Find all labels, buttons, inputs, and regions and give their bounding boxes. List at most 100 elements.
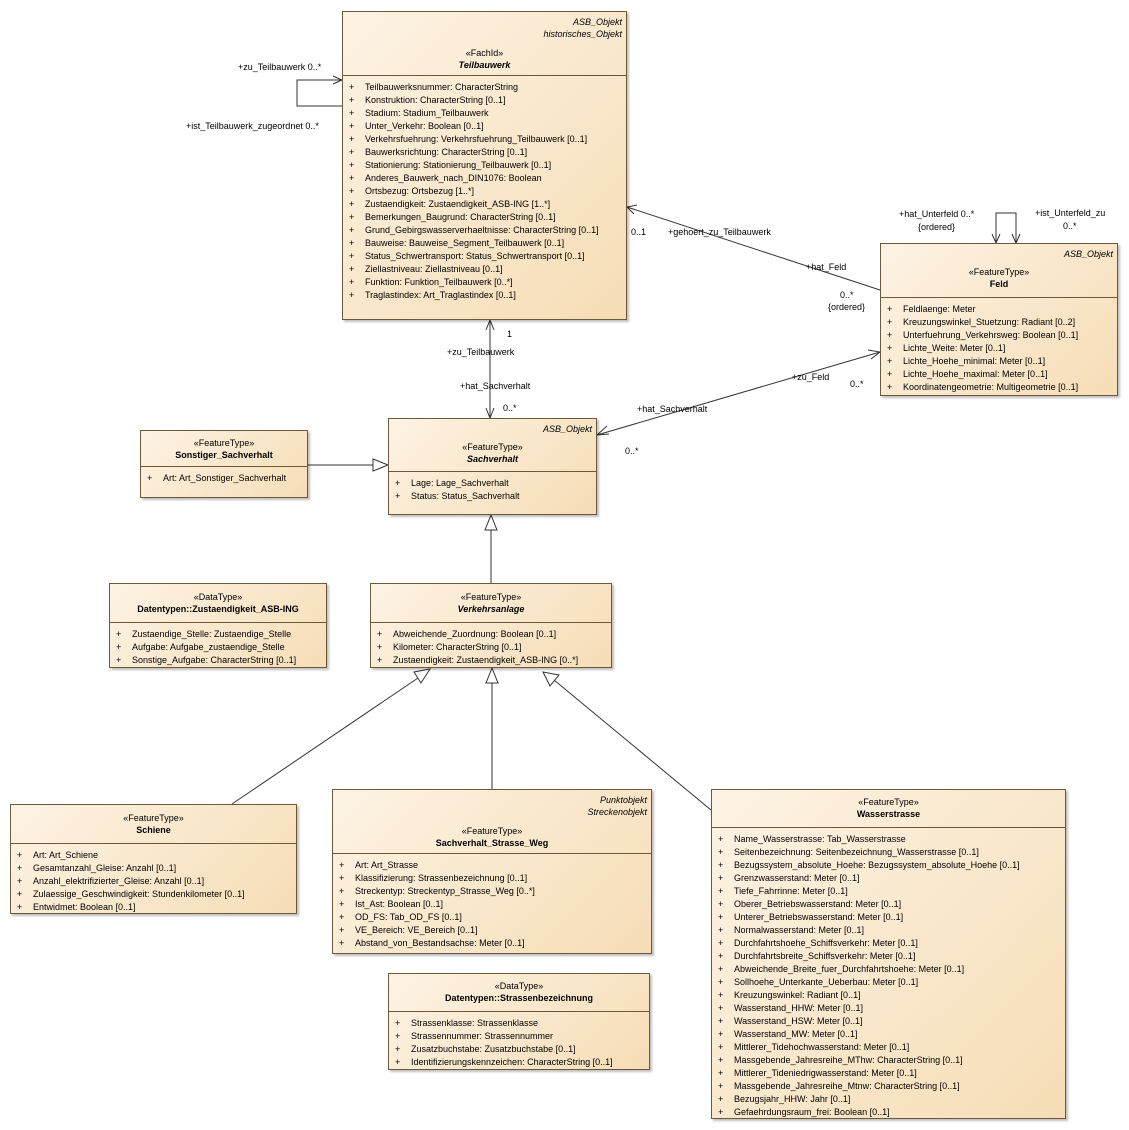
visibility-public: +: [349, 277, 355, 287]
attribute-text: Wasserstand_HHW: Meter [0..1]: [734, 1003, 864, 1013]
class-verkehrsanlage[interactable]: «FeatureType» Verkehrsanlage +Abweichend…: [370, 583, 612, 668]
attribute-row: + Name_Wasserstrasse: Tab_Wasserstrasse: [716, 833, 1061, 846]
assoc-sachverhalt-feld: [596, 351, 881, 436]
stereotype: «DataType»: [494, 981, 544, 991]
attribute-text: Status: Status_Sachverhalt: [411, 491, 520, 501]
attribute-text: Massgebende_Jahresreihe_Mtnw: CharacterS…: [734, 1081, 960, 1091]
attribute-row: +Massgebende_Jahresreihe_Mtnw: Character…: [716, 1080, 1061, 1093]
attribute-text: Zustaendigkeit: Zustaendigkeit_ASB-ING […: [365, 199, 551, 209]
class-header: «DataType» Datentypen::Strassenbezeichnu…: [389, 974, 649, 1012]
attribute-row: +Tiefe_Fahrrinne: Meter [0..1]: [716, 885, 1061, 898]
visibility-public: +: [718, 886, 724, 896]
attribute-text: Wasserstand_MW: Meter [0..1]: [734, 1029, 858, 1039]
class-name: Sonstiger_Sachverhalt: [175, 450, 273, 460]
attribute-row: +Zulaessige_Geschwindigkeit: Stundenkilo…: [15, 888, 292, 901]
class-teilbauwerk[interactable]: ASB_Objekt historisches_Objekt «FachId» …: [342, 11, 627, 320]
class-sachverhalt-strasse-weg[interactable]: Punktobjekt Streckenobjekt «FeatureType»…: [332, 789, 652, 954]
visibility-public: +: [349, 108, 355, 118]
tag-streckenobjekt: Streckenobjekt: [587, 807, 647, 817]
visibility-public: +: [718, 834, 724, 844]
tag-punktobjekt: Punktobjekt: [599, 795, 647, 805]
attribute-text: Name_Wasserstrasse: Tab_Wasserstrasse: [734, 834, 906, 844]
class-name: Datentypen::Zustaendigkeit_ASB-ING: [137, 604, 299, 614]
attribute-row: +Mittlerer_Tideniedrigwasserstand: Meter…: [716, 1067, 1061, 1080]
attribute-row: +Mittlerer_Tidehochwasserstand: Meter [0…: [716, 1041, 1061, 1054]
attribute-row: +Lage: Lage_Sachverhalt: [393, 477, 592, 490]
attribute-text: Bauwerksrichtung: CharacterString [0..1]: [365, 147, 528, 157]
attribute-text: Art: Art_Sonstiger_Sachverhalt: [163, 473, 287, 483]
visibility-public: +: [147, 473, 153, 483]
stereotype: «FeatureType»: [462, 442, 523, 452]
visibility-public: +: [339, 912, 345, 922]
visibility-public: +: [718, 938, 724, 948]
stereotype: «DataType»: [193, 592, 243, 602]
tag-historisches-objekt: historisches_Objekt: [543, 29, 622, 39]
attribute-text: Anderes_Bauwerk_nach_DIN1076: Boolean: [365, 173, 542, 183]
visibility-public: +: [718, 977, 724, 987]
stereotype: «FeatureType»: [123, 813, 184, 823]
visibility-public: +: [349, 251, 355, 261]
attribute-text: Ziellastniveau: Ziellastniveau [0..1]: [365, 264, 503, 274]
visibility-public: +: [339, 938, 345, 948]
attribute-row: +Abweichende_Zuordnung: Boolean [0..1]: [375, 628, 607, 641]
attribute-row: +Anzahl_elektrifizierter_Gleise: Anzahl …: [15, 875, 292, 888]
class-header: «FeatureType» Wasserstrasse: [712, 790, 1065, 828]
label-ist-unterfeld-zu: +ist_Unterfeld_zu: [1035, 208, 1106, 218]
visibility-public: +: [349, 134, 355, 144]
attribute-text: Durchfahrtsbreite_Schiffsverkehr: Meter …: [734, 951, 916, 961]
attribute-row: +Oberer_Betriebswasserstand: Meter [0..1…: [716, 898, 1061, 911]
visibility-public: +: [395, 1044, 401, 1054]
attribute-text: Lichte_Hoehe_minimal: Meter [0..1]: [903, 356, 1046, 366]
class-header: ASB_Objekt «FeatureType» Sachverhalt: [389, 419, 596, 472]
class-header: ASB_Objekt «FeatureType» Feld: [881, 244, 1117, 298]
attribute-text: Art: Art_Schiene: [33, 850, 99, 860]
attribute-row: +VE_Bereich: VE_Bereich [0..1]: [337, 924, 647, 937]
attribute-row: +Massgebende_Jahresreihe_MThw: Character…: [716, 1054, 1061, 1067]
attribute-row: +Strassennummer: Strassennummer: [393, 1030, 645, 1043]
visibility-public: +: [887, 330, 893, 340]
attribute-list: + Name_Wasserstrasse: Tab_Wasserstrasse + S…: [712, 828, 1065, 1123]
class-header: ASB_Objekt historisches_Objekt «FachId» …: [343, 12, 626, 76]
visibility-public: +: [349, 95, 355, 105]
attribute-row: +Verkehrsfuehrung: Verkehrsfuehrung_Teil…: [347, 133, 622, 146]
class-schiene[interactable]: «FeatureType» Schiene +Art: Art_Schiene+…: [10, 804, 297, 914]
attribute-text: Abweichende_Breite_fuer_Durchfahrtshoehe…: [734, 964, 965, 974]
attribute-row: +Zustaendigkeit: Zustaendigkeit_ASB-ING …: [375, 654, 607, 667]
class-wasserstrasse[interactable]: «FeatureType» Wasserstrasse + Name_Wasser…: [711, 789, 1066, 1119]
attribute-row: +Art: Art_Strasse: [337, 859, 647, 872]
visibility-public: +: [718, 951, 724, 961]
class-sachverhalt[interactable]: ASB_Objekt «FeatureType» Sachverhalt +La…: [388, 418, 597, 515]
label-mult-unterfeld: 0..*: [1063, 221, 1077, 231]
gen-triangle-schiene: [413, 668, 432, 684]
visibility-public: +: [395, 1031, 401, 1041]
attribute-text: Anzahl_elektrifizierter_Gleise: Anzahl […: [33, 876, 205, 886]
attribute-text: Sollhoehe_Unterkante_Ueberbau: Meter [0.…: [734, 977, 919, 987]
attribute-text: Art: Art_Strasse: [355, 860, 419, 870]
tag-asb-objekt: ASB_Objekt: [1063, 249, 1113, 259]
class-name: Sachverhalt_Strasse_Weg: [435, 838, 549, 848]
label-hat-sachverhalt-1: +hat_Sachverhalt: [460, 381, 531, 391]
attribute-text: Unter_Verkehr: Boolean [0..1]: [365, 121, 484, 131]
label-ordered-unterfeld: {ordered}: [918, 222, 956, 232]
attribute-text: Seitenbezeichnung: Seitenbezeichnung_Was…: [734, 847, 979, 857]
visibility-public: +: [349, 264, 355, 274]
visibility-public: +: [17, 850, 23, 860]
visibility-public: +: [17, 902, 23, 912]
visibility-public: +: [718, 860, 724, 870]
attribute-list: +Lage: Lage_Sachverhalt+Status: Status_S…: [389, 472, 596, 507]
attribute-row: +Sonstige_Aufgabe: CharacterString [0..1…: [114, 654, 322, 667]
attribute-row: +Kilometer: CharacterString [0..1]: [375, 641, 607, 654]
class-zustaendigkeit[interactable]: «DataType» Datentypen::Zustaendigkeit_AS…: [109, 583, 327, 668]
attribute-row: +Streckentyp: Streckentyp_Strasse_Weg [0…: [337, 885, 647, 898]
attribute-text: Lage: Lage_Sachverhalt: [411, 478, 509, 488]
visibility-public: +: [349, 121, 355, 131]
class-strassenbezeichnung[interactable]: «DataType» Datentypen::Strassenbezeichnu…: [388, 973, 650, 1070]
visibility-public: +: [718, 964, 724, 974]
attribute-row: +Zustaendige_Stelle: Zustaendige_Stelle: [114, 628, 322, 641]
class-sonstiger-sachverhalt[interactable]: «FeatureType» Sonstiger_Sachverhalt +Art…: [140, 430, 308, 498]
label-gehoert-zu-teilbauwerk: +gehoert_zu_Teilbauwerk: [668, 227, 771, 237]
class-feld[interactable]: ASB_Objekt «FeatureType» Feld +Feldlaeng…: [880, 243, 1118, 396]
attribute-text: Zusatzbuchstabe: Zusatzbuchstabe [0..1]: [411, 1044, 576, 1054]
visibility-public: +: [718, 1029, 724, 1039]
attribute-row: +Funktion: Funktion_Teilbauwerk [0..*]: [347, 276, 622, 289]
